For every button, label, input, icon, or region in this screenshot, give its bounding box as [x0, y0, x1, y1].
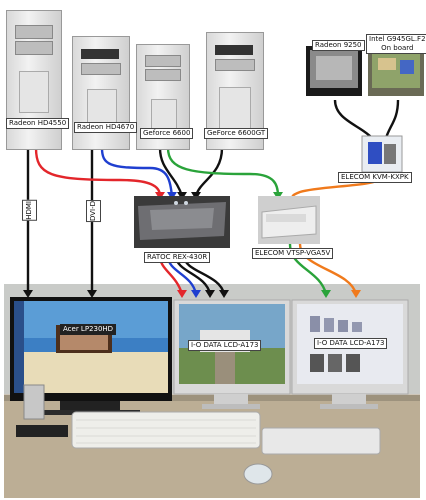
iodata-monitor-1 — [173, 299, 291, 409]
device-box — [16, 425, 68, 437]
pc4-label: GeForce 6600GT — [204, 128, 269, 139]
elecom-vga-switch — [258, 196, 320, 244]
m2-label: Intel G945GL.F2 On board — [366, 34, 426, 54]
pc1-label: Radeon HD4550 — [6, 118, 70, 129]
ratoc-label: RATOC REX-430R — [144, 252, 211, 263]
kvm-label: ELECOM KVM-KXPK — [338, 172, 412, 183]
dvi-label: DVI-D — [86, 200, 101, 223]
ratoc-switch — [134, 196, 230, 248]
kvm-switch — [361, 135, 403, 173]
radeon-9250-machine — [306, 46, 362, 96]
speaker — [23, 384, 45, 420]
keyboard-1 — [71, 411, 261, 449]
keyboard-2 — [261, 427, 381, 455]
iodata-monitor-2 — [291, 299, 409, 409]
acer-monitor — [10, 297, 172, 415]
elecom-vga-label: ELECOM VTSP-VGA5V — [252, 248, 334, 259]
acer-label: Acer LP230HD — [60, 324, 117, 335]
pc-tower-1 — [6, 10, 62, 150]
intel-onboard-machine — [368, 46, 424, 96]
m1-label: Radeon 9250 — [312, 40, 365, 51]
pc3-label: Geforce 6600 — [140, 128, 194, 139]
pc2-label: Radeon HD4670 — [74, 122, 138, 133]
iodata2-label: I-O DATA LCD-A173 — [314, 338, 388, 349]
hdmi-label: HDMI — [22, 200, 37, 221]
iodata1-label: I-O DATA LCD-A173 — [188, 340, 262, 351]
mouse — [243, 463, 273, 485]
